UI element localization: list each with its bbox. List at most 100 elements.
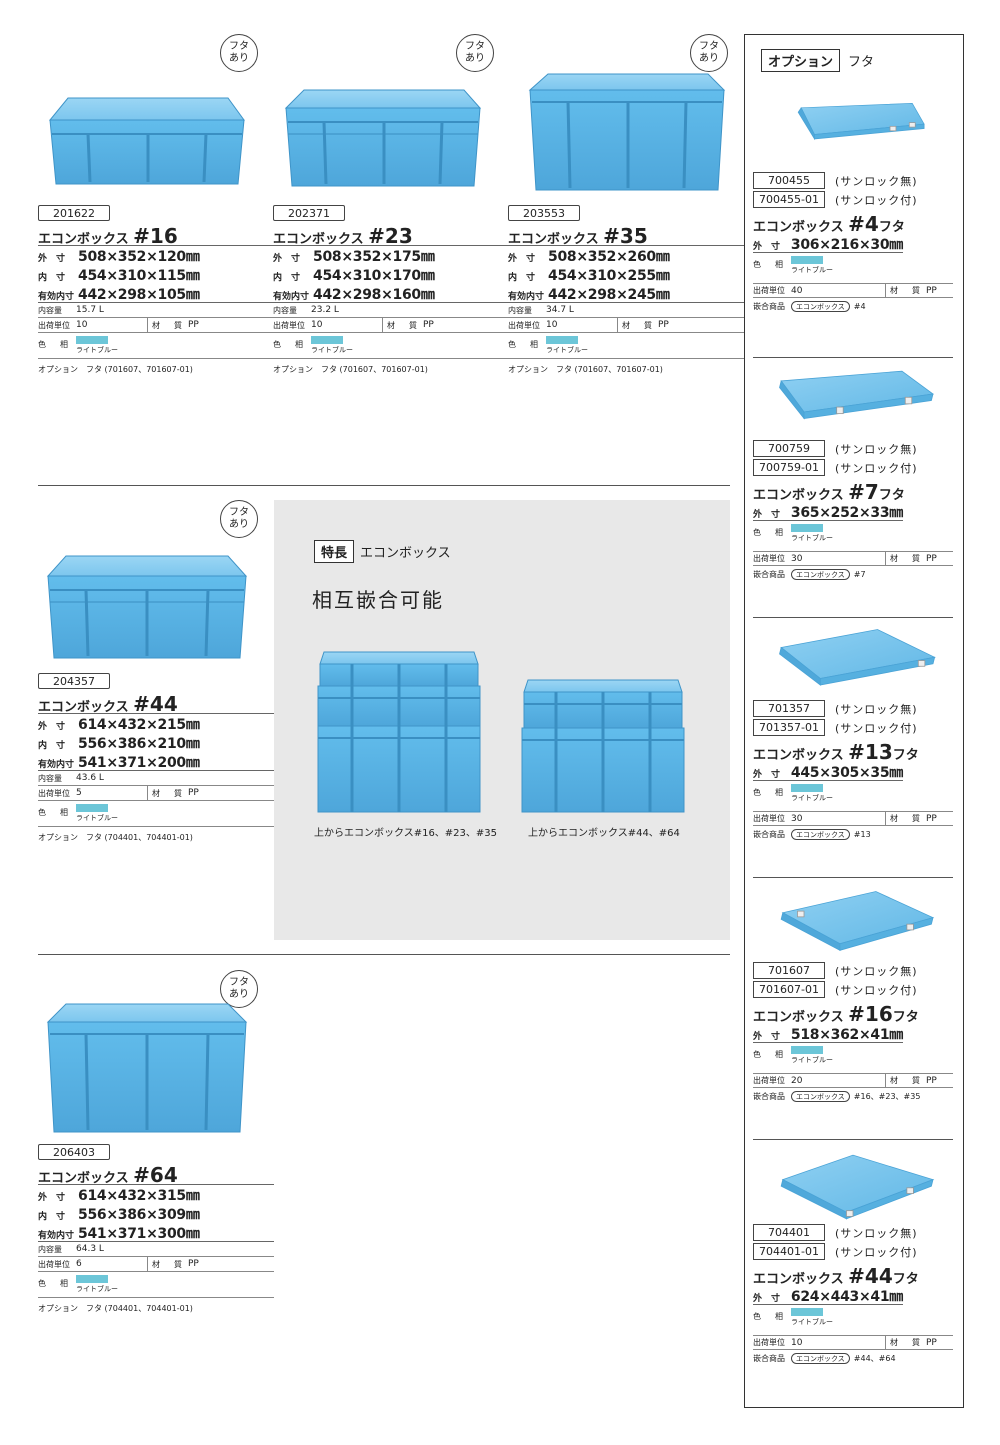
section-divider — [38, 954, 730, 955]
color-row: 色 相ライトブルー — [38, 801, 274, 827]
lid-divider — [753, 617, 953, 618]
sidebar-header: オプション フタ — [761, 49, 874, 72]
lid-44-image — [780, 1154, 935, 1220]
color-swatch — [791, 1308, 823, 1316]
lid-econbox-7: 700759(サンロック無) 700759-01(サンロック付) エコンボックス… — [753, 363, 953, 582]
product-name: エコンボックス #16 — [38, 224, 274, 248]
color-swatch — [76, 1275, 108, 1283]
color-row: 色 相ライトブルー — [753, 521, 953, 551]
lid-codes: 704401(サンロック無) 704401-01(サンロック付) — [753, 1223, 953, 1261]
box-23-image — [284, 89, 482, 187]
lid-13-image — [779, 629, 936, 686]
color-row: 色 相ライトブルー — [753, 1305, 953, 1335]
lid-included-badge: フタあり — [220, 500, 258, 538]
lid-name: エコンボックス #44フタ — [753, 1264, 919, 1288]
color-row: 色 相ライトブルー — [38, 1272, 274, 1298]
box-35-image — [528, 73, 726, 191]
feature-headline: 相互嵌合可能 — [312, 588, 444, 612]
color-swatch — [791, 256, 823, 264]
lid-name: エコンボックス #4フタ — [753, 212, 905, 236]
lid-name: エコンボックス #7フタ — [753, 480, 905, 504]
product-code: 202371 — [273, 205, 345, 221]
lid-name: エコンボックス #16フタ — [753, 1002, 919, 1026]
stacked-boxes-16-23-35-image — [317, 651, 481, 813]
option-line: オプション フタ (704401、704401-01) — [38, 1304, 193, 1313]
color-swatch — [76, 804, 108, 812]
caption-right: 上からエコンボックス#44、#64 — [528, 828, 680, 839]
color-swatch — [791, 524, 823, 532]
lid-included-badge: フタあり — [220, 34, 258, 72]
product-code: 201622 — [38, 205, 110, 221]
lid-4-image — [797, 102, 925, 141]
product-name: エコンボックス #35 — [508, 224, 744, 248]
product-name: エコンボックス #44 — [38, 692, 274, 716]
option-line: オプション フタ (701607、701607-01) — [273, 365, 428, 374]
color-swatch — [546, 336, 578, 344]
lid-econbox-13: 701357(サンロック無) 701357-01(サンロック付) エコンボックス… — [753, 623, 953, 842]
lid-codes: 700759(サンロック無) 700759-01(サンロック付) — [753, 439, 953, 477]
lid-divider — [753, 1139, 953, 1140]
feature-tag: 特長 エコンボックス — [314, 540, 451, 563]
product-code: 203553 — [508, 205, 580, 221]
lid-codes: 701357(サンロック無) 701357-01(サンロック付) — [753, 699, 953, 737]
stacked-boxes-44-64-image — [521, 679, 685, 813]
caption-left: 上からエコンボックス#16、#23、#35 — [314, 828, 498, 839]
compatible-products: 嵌合商品エコンボックス#4 — [753, 300, 866, 312]
color-row: 色 相ライトブルー — [508, 333, 744, 359]
lid-econbox-44: 704401(サンロック無) 704401-01(サンロック付) エコンボックス… — [753, 1147, 953, 1366]
lid-7-image — [779, 370, 935, 420]
color-row: 色 相ライトブルー — [38, 333, 274, 359]
lid-codes: 701607(サンロック無) 701607-01(サンロック付) — [753, 961, 953, 999]
lid-included-badge: フタあり — [456, 34, 494, 72]
color-swatch — [791, 1046, 823, 1054]
box-16-image — [48, 97, 245, 185]
options-sidebar: オプション フタ 700455(サンロック無) 700455-01(サンロック付… — [744, 34, 964, 1408]
product-code: 204357 — [38, 673, 110, 689]
lid-included-badge: フタあり — [220, 970, 258, 1008]
lid-divider — [753, 357, 953, 358]
option-line: オプション フタ (701607、701607-01) — [508, 365, 663, 374]
product-code: 206403 — [38, 1144, 110, 1160]
compatible-products: 嵌合商品エコンボックス#13 — [753, 828, 871, 840]
color-swatch — [76, 336, 108, 344]
compatible-products: 嵌合商品エコンボックス#44、#64 — [753, 1352, 896, 1364]
compatible-products: 嵌合商品エコンボックス#16、#23、#35 — [753, 1090, 921, 1102]
lid-codes: 700455(サンロック無) 700455-01(サンロック付) — [753, 171, 953, 209]
color-row: 色 相ライトブルー — [273, 333, 509, 359]
color-row: 色 相ライトブルー — [753, 781, 953, 811]
box-44-image — [46, 555, 248, 659]
color-row: 色 相ライトブルー — [753, 253, 953, 283]
box-64-image — [46, 1003, 248, 1133]
